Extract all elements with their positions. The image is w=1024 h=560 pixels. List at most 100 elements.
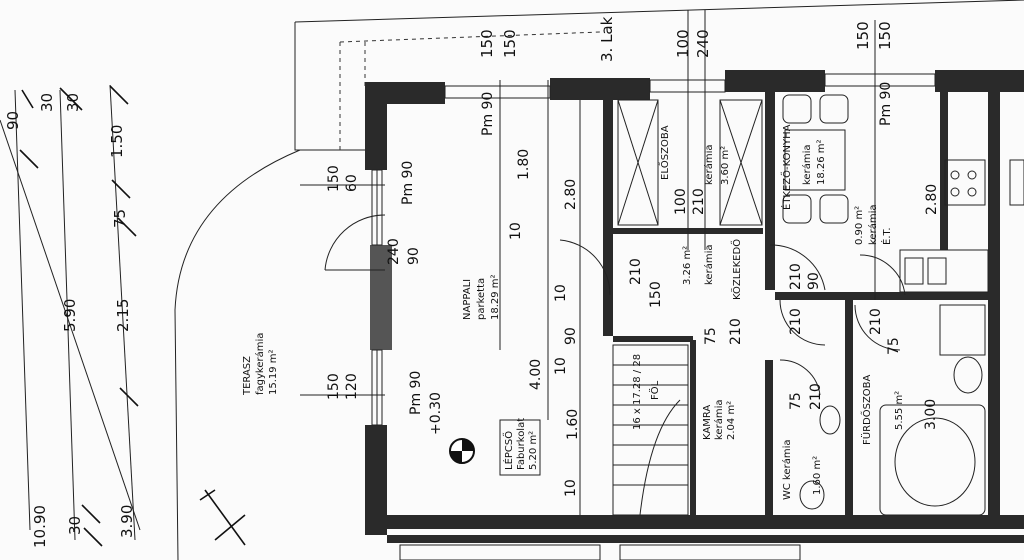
dining-table <box>782 94 849 224</box>
section-mark <box>199 489 246 546</box>
bath-label: FÜRDŐSZOBA <box>859 374 873 445</box>
dim-left-150: 1.50 <box>108 125 126 158</box>
kitchen-label: ÉTKEZŐ-KONYHA <box>779 124 793 210</box>
staircase <box>612 344 689 516</box>
entrance-wardrobe <box>617 99 763 226</box>
pantry-75: 75 <box>703 327 719 345</box>
living-280: 2.80 <box>563 179 579 210</box>
bath-area: 5.55 m² <box>894 391 905 430</box>
living-material: parketta <box>476 278 487 320</box>
door-swings <box>324 214 906 396</box>
dim-left-30c: 30 <box>66 516 84 535</box>
terrace-label: TERASZ <box>242 356 253 396</box>
left-windows <box>371 169 383 426</box>
left-dimension-lines <box>0 84 141 547</box>
pm90-d: Pm 90 <box>878 82 894 126</box>
pantry-material: kerámia <box>713 400 725 440</box>
kitchen-210: 210 <box>788 263 804 290</box>
kitchen-area: 18.26 m² <box>816 139 827 185</box>
hall-label: ELŐSZOBA <box>657 125 671 180</box>
dim-left-30a: 30 <box>38 93 56 112</box>
dim-left-75: 75 <box>111 209 129 228</box>
dim-left-30b: 30 <box>64 93 82 112</box>
kitchen-material: kerámia <box>801 145 813 185</box>
win-120: 120 <box>344 373 360 400</box>
door-150: 150 <box>326 165 342 192</box>
stair-steps: 16 x 17.28 / 28 <box>632 354 643 430</box>
living-10a: 10 <box>508 222 524 240</box>
stair-area: 5.20 m² <box>528 431 539 470</box>
dim-left-215: 2.15 <box>114 299 132 332</box>
wc-label: WC <box>782 483 793 500</box>
corridor-material: kerámia <box>703 245 715 285</box>
wc-area: 1.60 m² <box>812 456 823 495</box>
corridor-area: 3.26 m² <box>682 246 693 285</box>
living-10b: 10 <box>553 284 569 302</box>
living-area: 18.29 m² <box>490 274 501 320</box>
wc-material: kerámia <box>781 440 793 480</box>
hall-area: 3.60 m² <box>720 146 731 185</box>
hall-material: kerámia <box>703 145 715 185</box>
dim-left-90: 90 <box>4 111 22 130</box>
stair-up: FÖL <box>648 380 661 400</box>
top-150a: 150 <box>478 29 496 58</box>
kitchen-ei: É.T. <box>880 227 893 245</box>
door-240: 240 <box>386 238 402 265</box>
corridor-210: 210 <box>628 258 644 285</box>
interior-dim-lines <box>300 10 876 515</box>
pantry-area: 2.04 m² <box>726 401 737 440</box>
stair-label: LÉPCSŐ <box>501 431 515 470</box>
living-160: 1.60 <box>565 409 581 440</box>
bath-75: 75 <box>886 337 902 355</box>
pm90-c: Pm 90 <box>480 92 496 136</box>
door-60: 60 <box>344 174 360 192</box>
terrace-outline <box>174 0 1024 560</box>
corridor-150: 150 <box>648 281 664 308</box>
dim-left-390: 3.90 <box>118 505 136 538</box>
terrace-area: 15.19 m² <box>268 349 279 395</box>
door-90: 90 <box>406 247 422 265</box>
dim-left-1090: 10.90 <box>31 505 49 548</box>
pm90-a: Pm 90 <box>400 161 416 205</box>
kitchen-ker: kerámia <box>867 205 879 245</box>
kitchen-090: 0.90 m² <box>854 206 865 245</box>
hall-210: 210 <box>691 188 707 215</box>
top-150d: 150 <box>876 21 894 50</box>
living-label: NAPPALI <box>462 279 473 320</box>
kitchen-90: 90 <box>806 272 822 290</box>
bath-300: 3.00 <box>923 399 939 430</box>
kitchen-280: 2.80 <box>924 184 940 215</box>
kitchen-counter <box>899 159 1024 293</box>
dim-left-590: 5.90 <box>61 299 79 332</box>
lower-wall-band <box>387 535 1024 560</box>
wc-75: 75 <box>788 392 804 410</box>
living-10d: 10 <box>563 479 579 497</box>
living-10c: 10 <box>553 357 569 375</box>
top-240: 240 <box>694 29 712 58</box>
corridor-label: KÖZLEKEDŐ <box>729 239 743 300</box>
wc-210b: 210 <box>788 308 804 335</box>
living-400: 4.00 <box>528 359 544 390</box>
stair-material: Faburkolat <box>516 418 527 470</box>
win-150: 150 <box>326 373 342 400</box>
top-150b: 150 <box>501 29 519 58</box>
elevation-marker <box>449 438 475 464</box>
pantry-210: 210 <box>728 318 744 345</box>
bath-210: 210 <box>868 308 884 335</box>
top-100: 100 <box>674 29 692 58</box>
top-lak: 3. Lak <box>598 16 616 62</box>
elevation: +0.30 <box>428 392 444 435</box>
pm90-b: Pm 90 <box>408 371 424 415</box>
living-180: 1.80 <box>516 149 532 180</box>
top-150c: 150 <box>854 21 872 50</box>
wc-210: 210 <box>808 383 824 410</box>
pantry-label: KAMRA <box>702 405 713 440</box>
terrace-material: fagykerámia <box>254 333 266 395</box>
living-90: 90 <box>563 327 579 345</box>
stair-label-box <box>499 419 541 476</box>
bath-fixtures <box>799 304 986 516</box>
hall-100: 100 <box>673 188 689 215</box>
